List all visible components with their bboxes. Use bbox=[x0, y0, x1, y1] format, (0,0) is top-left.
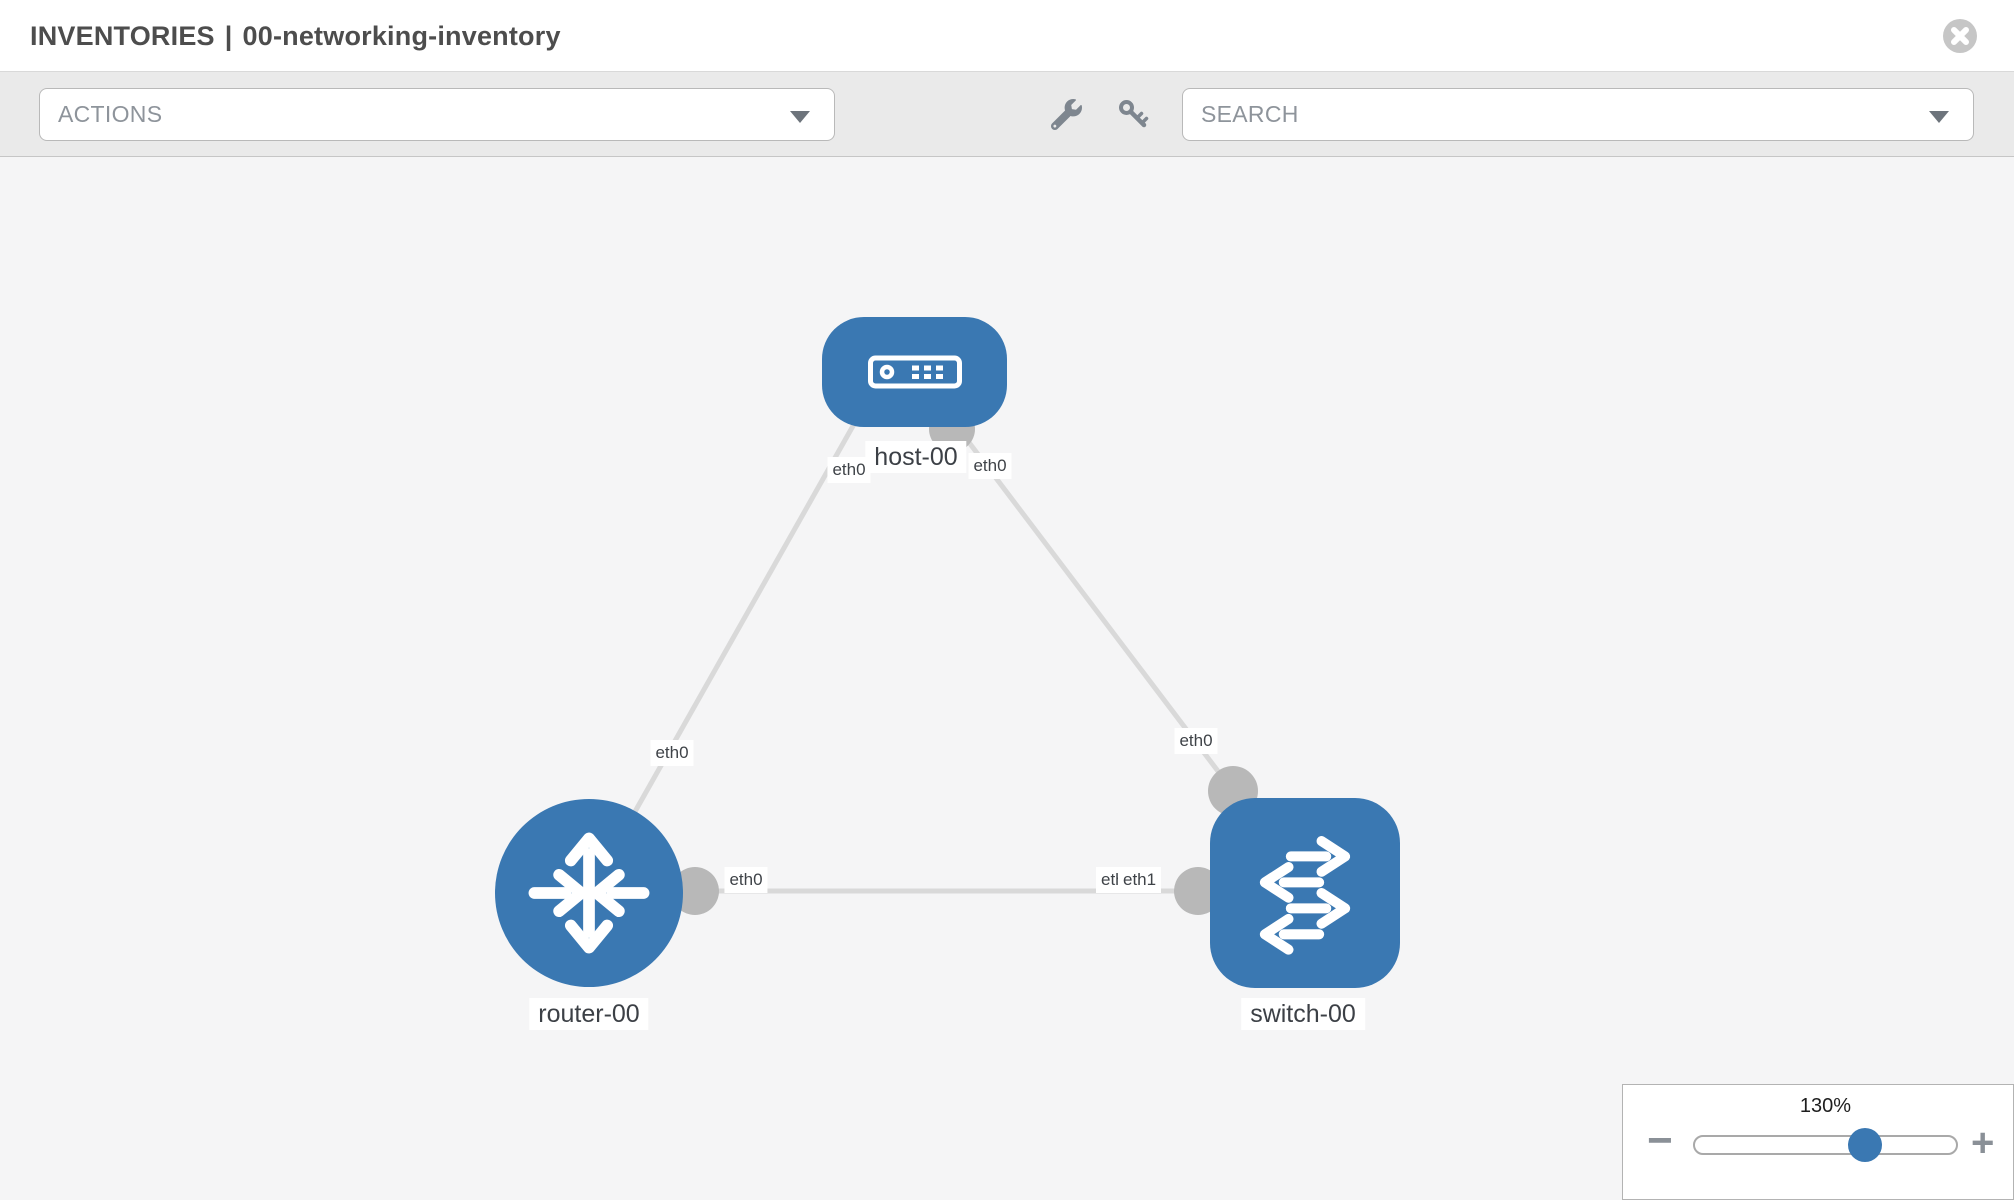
breadcrumb-separator: | bbox=[224, 21, 233, 51]
switch-icon bbox=[1259, 836, 1351, 955]
node-label-switch-00: switch-00 bbox=[1241, 998, 1365, 1030]
close-button[interactable] bbox=[1942, 18, 1978, 54]
zoom-level: 130% bbox=[1799, 1095, 1852, 1117]
chevron-down-icon bbox=[790, 111, 810, 123]
iface-label-host-eth0-right: eth0 bbox=[968, 453, 1012, 479]
iface-label-switch-eth1: eth1 bbox=[1118, 867, 1162, 893]
zoom-panel: 130% − + bbox=[1622, 1084, 2014, 1200]
node-host-00[interactable] bbox=[822, 317, 1007, 427]
header: INVENTORIES | 00-networking-inventory bbox=[0, 0, 2014, 72]
topology-links-layer bbox=[586, 406, 1258, 915]
router-icon bbox=[528, 832, 650, 954]
node-label-router-00: router-00 bbox=[529, 998, 649, 1030]
zoom-slider-handle[interactable] bbox=[1848, 1128, 1882, 1162]
wrench-button[interactable] bbox=[1043, 91, 1089, 137]
key-button[interactable] bbox=[1110, 91, 1156, 137]
actions-dropdown[interactable]: ACTIONS bbox=[39, 88, 835, 141]
search-dropdown[interactable]: SEARCH bbox=[1182, 88, 1974, 141]
topology-canvas[interactable]: host-00 router-00 switch-00 eth0 eth0 et… bbox=[0, 158, 2014, 1200]
page-title: INVENTORIES | 00-networking-inventory bbox=[30, 0, 561, 72]
key-icon bbox=[1119, 100, 1149, 128]
iface-label-router-eth0-right: eth0 bbox=[724, 867, 768, 893]
iface-label-switch-eth0-top: eth0 bbox=[1174, 728, 1218, 754]
iface-label-host-eth0-left: eth0 bbox=[827, 457, 871, 483]
toolbar: ACTIONS SEARCH bbox=[0, 72, 2014, 157]
node-label-host-00: host-00 bbox=[865, 441, 967, 473]
wrench-icon bbox=[1050, 98, 1082, 130]
breadcrumb-section: INVENTORIES bbox=[30, 21, 215, 51]
node-router-00[interactable] bbox=[495, 799, 683, 987]
actions-dropdown-label: ACTIONS bbox=[58, 101, 163, 127]
chevron-down-icon bbox=[1929, 111, 1949, 123]
interface-dot bbox=[671, 867, 719, 915]
iface-label-router-eth0-top: eth0 bbox=[650, 740, 694, 766]
zoom-slider-track[interactable] bbox=[1693, 1135, 1958, 1155]
zoom-out-button[interactable]: − bbox=[1647, 1116, 1673, 1165]
node-switch-00[interactable] bbox=[1210, 798, 1400, 988]
close-icon bbox=[1943, 19, 1977, 53]
zoom-in-button[interactable]: + bbox=[1971, 1121, 1995, 1165]
host-icon bbox=[867, 355, 962, 389]
inventory-name: 00-networking-inventory bbox=[242, 21, 561, 51]
search-dropdown-label: SEARCH bbox=[1201, 101, 1299, 127]
